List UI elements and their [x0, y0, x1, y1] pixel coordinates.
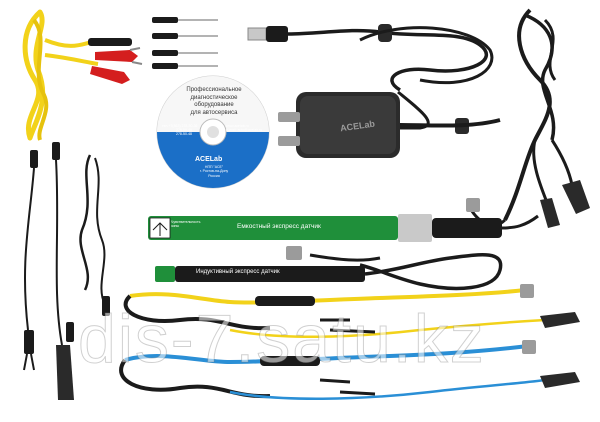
capacitive-sensor — [148, 214, 539, 242]
inductive-sensor-label: Индуктивный экспресс датчик — [196, 269, 280, 275]
software-cd — [156, 75, 270, 189]
yellow-test-lead — [22, 9, 99, 141]
cd-title-line-2: диагностическое оборудование — [190, 94, 238, 109]
zone-label-line-1: Чувствительность — [171, 220, 201, 224]
cd-title-line-1: Профессиональное — [186, 87, 242, 93]
cd-phone-3: 278-50-48 — [176, 132, 192, 137]
cd-company: НПП "АСЕ" г. Ростов-на-Дону Россия — [196, 165, 232, 178]
cd-company-line-3: Россия — [208, 173, 220, 178]
cd-phone-2: 278-50-40 — [176, 128, 192, 133]
blue-probe-cable — [119, 340, 580, 401]
yellow-probe-cable — [123, 284, 580, 338]
acelab-module — [278, 92, 501, 158]
cd-company-line-1: НПП "АСЕ" — [204, 165, 224, 169]
red-alligator-clips — [88, 38, 143, 84]
cd-brand: ACELab — [195, 156, 223, 163]
inductive-sensor — [155, 246, 503, 291]
cd-title-line-3: для автосервиса — [190, 109, 238, 116]
capacitive-sensor-label: Емкостный экспресс датчик — [237, 223, 321, 230]
capacitive-sensor-zone-label: Чувствительность зоны — [171, 220, 200, 228]
cd-phones: тел.+7(863) 278-50-36 278-50-40 278-50-4… — [162, 124, 198, 137]
cd-contacts: www.acelab.ru e-mail: auto@acelab.ru — [226, 124, 262, 132]
probe-pins — [152, 17, 218, 69]
left-test-leads — [23, 142, 110, 400]
cd-phone-1: тел.+7(863) 278-50-36 — [162, 124, 198, 128]
cd-title: Профессиональное диагностическое оборудо… — [170, 87, 258, 117]
cd-company-line-2: г. Ростов-на-Дону — [199, 169, 229, 174]
watermark-text: dis-7.satu.kz — [78, 301, 486, 378]
cd-web: www.acelab.ru — [226, 124, 249, 128]
cd-email: e-mail: auto@acelab.ru — [226, 128, 263, 133]
zone-label-line-2: зоны — [171, 224, 179, 228]
